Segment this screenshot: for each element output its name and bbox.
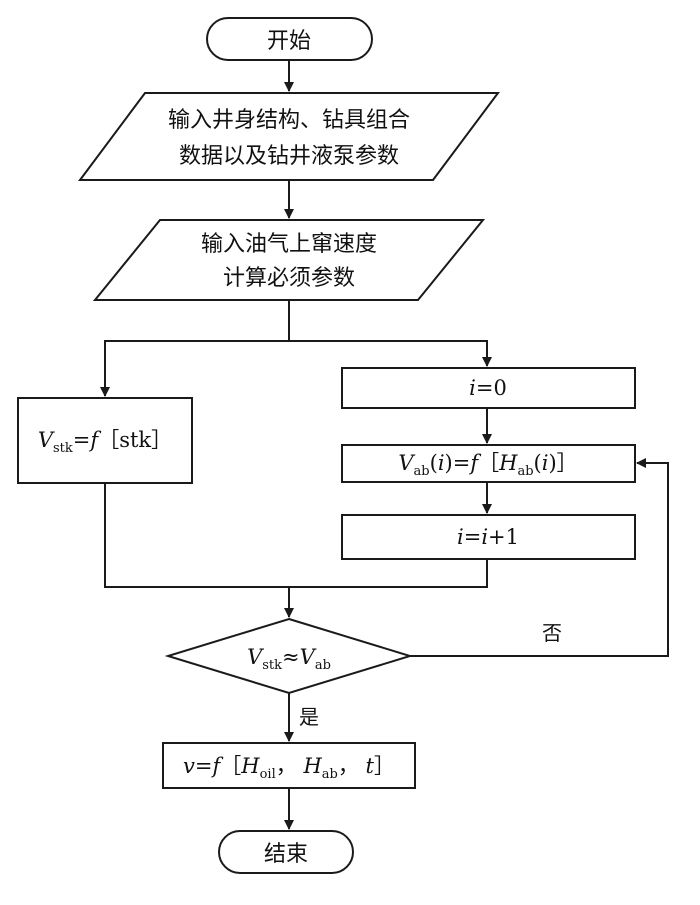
input-migration-node: 输入油气上窜速度 计算必须参数 <box>92 219 486 301</box>
connector-right-merge <box>289 559 488 588</box>
yes-label: 是 <box>299 705 319 729</box>
result-formula: v=f［Hoil， Hab， t］ <box>183 754 395 782</box>
vstk-process-node: Vstk=f［stk］ <box>17 397 193 484</box>
start-node: 开始 <box>206 17 373 61</box>
input-migration-line1: 输入油气上窜速度 <box>201 232 377 257</box>
arrow-no-loop <box>410 458 669 657</box>
no-label: 否 <box>542 621 562 645</box>
arrow-to-vstk <box>100 300 290 397</box>
input-structure-line2: 数据以及钻井液泵参数 <box>179 144 399 169</box>
input-structure-node: 输入井身结构、钻具组合 数据以及钻井液泵参数 <box>78 92 500 181</box>
vab-formula: Vab(i)=f［Hab(i)］ <box>398 451 577 479</box>
start-label: 开始 <box>267 29 311 54</box>
end-node: 结束 <box>218 830 354 874</box>
vab-process-node: Vab(i)=f［Hab(i)］ <box>341 444 636 483</box>
init-counter-formula: i=0 <box>469 376 507 400</box>
connector-left-merge <box>104 483 289 588</box>
arrow-to-i0 <box>289 340 492 367</box>
input-migration-line2: 计算必须参数 <box>223 266 355 291</box>
end-label: 结束 <box>264 842 308 867</box>
increment-formula: i=i+1 <box>457 525 519 549</box>
increment-node: i=i+1 <box>341 514 636 560</box>
init-counter-node: i=0 <box>341 367 636 409</box>
decision-node: Vstk≈Vab <box>164 617 414 695</box>
vstk-formula: Vstk=f［stk］ <box>38 428 172 456</box>
decision-formula: Vstk≈Vab <box>247 645 331 673</box>
result-process-node: v=f［Hoil， Hab， t］ <box>162 742 416 789</box>
input-structure-line1: 输入井身结构、钻具组合 <box>168 108 410 133</box>
